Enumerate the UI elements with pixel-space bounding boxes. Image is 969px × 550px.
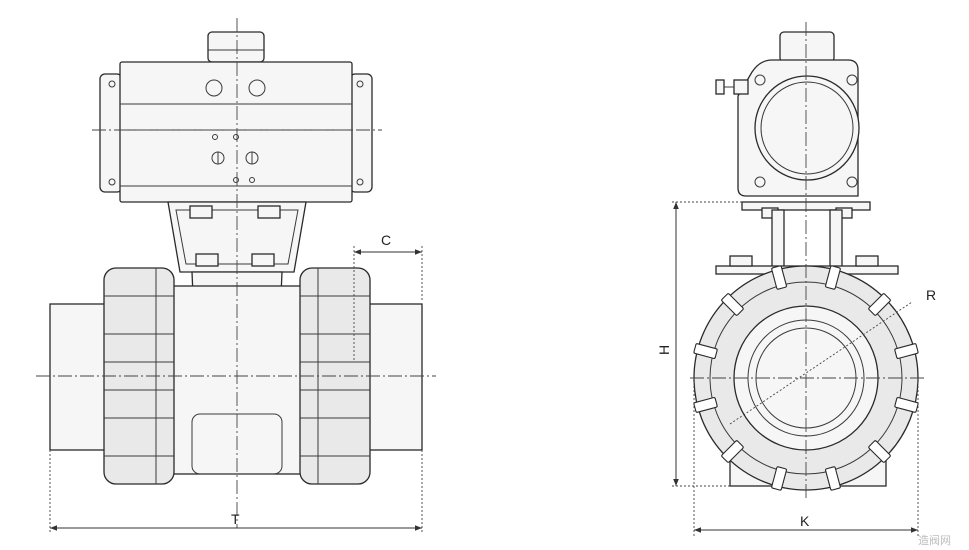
side-view: R H K <box>656 22 936 536</box>
grip-lug <box>825 265 841 290</box>
grip-lug <box>825 466 841 491</box>
left-pipe-stub <box>49 303 107 451</box>
grip-lug <box>693 343 718 359</box>
side-mounting-bracket <box>715 201 899 275</box>
dimension-h: H <box>656 201 742 487</box>
front-view: C T <box>36 18 436 534</box>
right-pipe-stub <box>365 303 423 451</box>
dimension-k: K <box>693 378 919 536</box>
dimension-k-label: K <box>800 513 810 529</box>
side-grip-lugs <box>693 265 919 491</box>
dimension-r: R <box>729 287 936 425</box>
dimension-h-label: H <box>656 345 672 355</box>
watermark-text: 造阀网 <box>918 533 951 547</box>
grip-lug <box>868 293 891 316</box>
grip-lug <box>771 265 787 290</box>
grip-lug <box>771 466 787 491</box>
actuator-body <box>99 61 373 203</box>
side-actuator-cap <box>779 31 835 63</box>
grip-lug <box>894 397 919 413</box>
dimension-t-label: T <box>231 511 240 527</box>
grip-lug <box>868 440 891 463</box>
dimension-t: T <box>49 450 423 534</box>
dimension-c: C <box>353 232 423 360</box>
grip-lug <box>721 293 744 316</box>
dimension-r-label: R <box>926 287 936 303</box>
grip-lug <box>693 397 718 413</box>
mounting-bracket <box>167 201 307 273</box>
side-actuator-housing <box>715 59 860 197</box>
grip-lug <box>721 440 744 463</box>
actuator-cap <box>207 31 265 63</box>
grip-lug <box>894 343 919 359</box>
dimension-c-label: C <box>381 232 391 248</box>
